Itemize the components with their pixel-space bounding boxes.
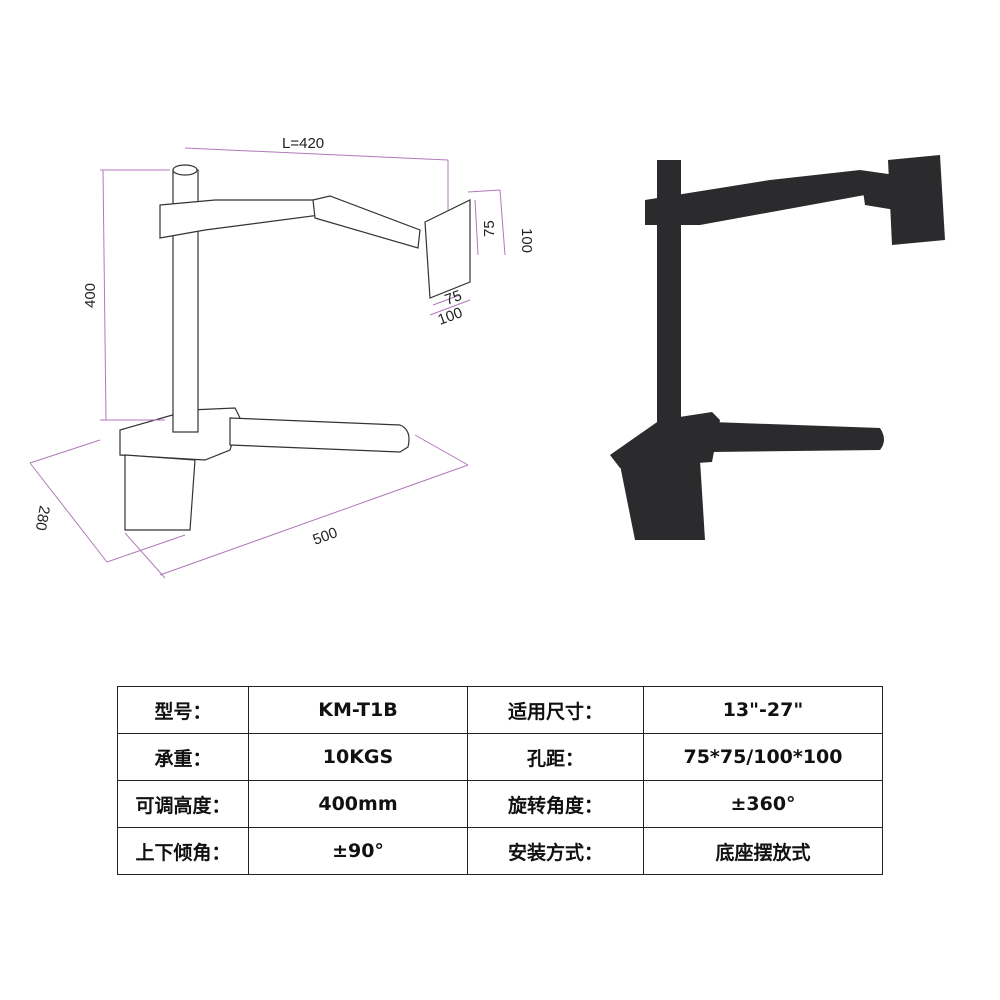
dim-vesa-v-large: 100 [518,228,535,253]
spec-value: ±360° [643,780,883,828]
dim-width: 500 [311,524,340,549]
product-photo-stand [610,155,945,540]
spec-label: 上下倾角： [117,827,249,875]
spec-label: 安装方式： [467,827,644,875]
table-row: 承重： 10KGS 孔距： 75*75/100*100 [117,733,883,781]
dim-vesa-v-small: 75 [481,220,498,237]
spec-value: ±90° [248,827,468,875]
spec-label: 适用尺寸： [467,686,644,734]
dim-depth: 280 [32,504,53,532]
table-row: 上下倾角： ±90° 安装方式： 底座摆放式 [117,827,883,875]
dim-vesa-h-large: 100 [436,304,465,329]
dimension-lines [29,147,506,579]
line-drawing-stand [119,164,471,531]
spec-value: 400mm [248,780,468,828]
table-row: 可调高度： 400mm 旋转角度： ±360° [117,780,883,828]
spec-value: 13"-27" [643,686,883,734]
spec-value: 底座摆放式 [643,827,883,875]
spec-label: 旋转角度： [467,780,644,828]
spec-label: 承重： [117,733,249,781]
spec-label: 可调高度： [117,780,249,828]
table-row: 型号： KM-T1B 适用尺寸： 13"-27" [117,686,883,734]
spec-value: 75*75/100*100 [643,733,883,781]
product-illustrations: L=420 400 280 500 75 100 75 100 [29,135,945,579]
spec-value: KM-T1B [248,686,468,734]
dim-vesa-h-small: 75 [443,287,464,309]
spec-label: 型号： [117,686,249,734]
dim-height: 400 [82,283,99,308]
spec-table: 型号： KM-T1B 适用尺寸： 13"-27" 承重： 10KGS 孔距： 7… [117,686,883,875]
dim-arm-length: L=420 [282,135,324,152]
spec-label: 孔距： [467,733,644,781]
spec-value: 10KGS [248,733,468,781]
